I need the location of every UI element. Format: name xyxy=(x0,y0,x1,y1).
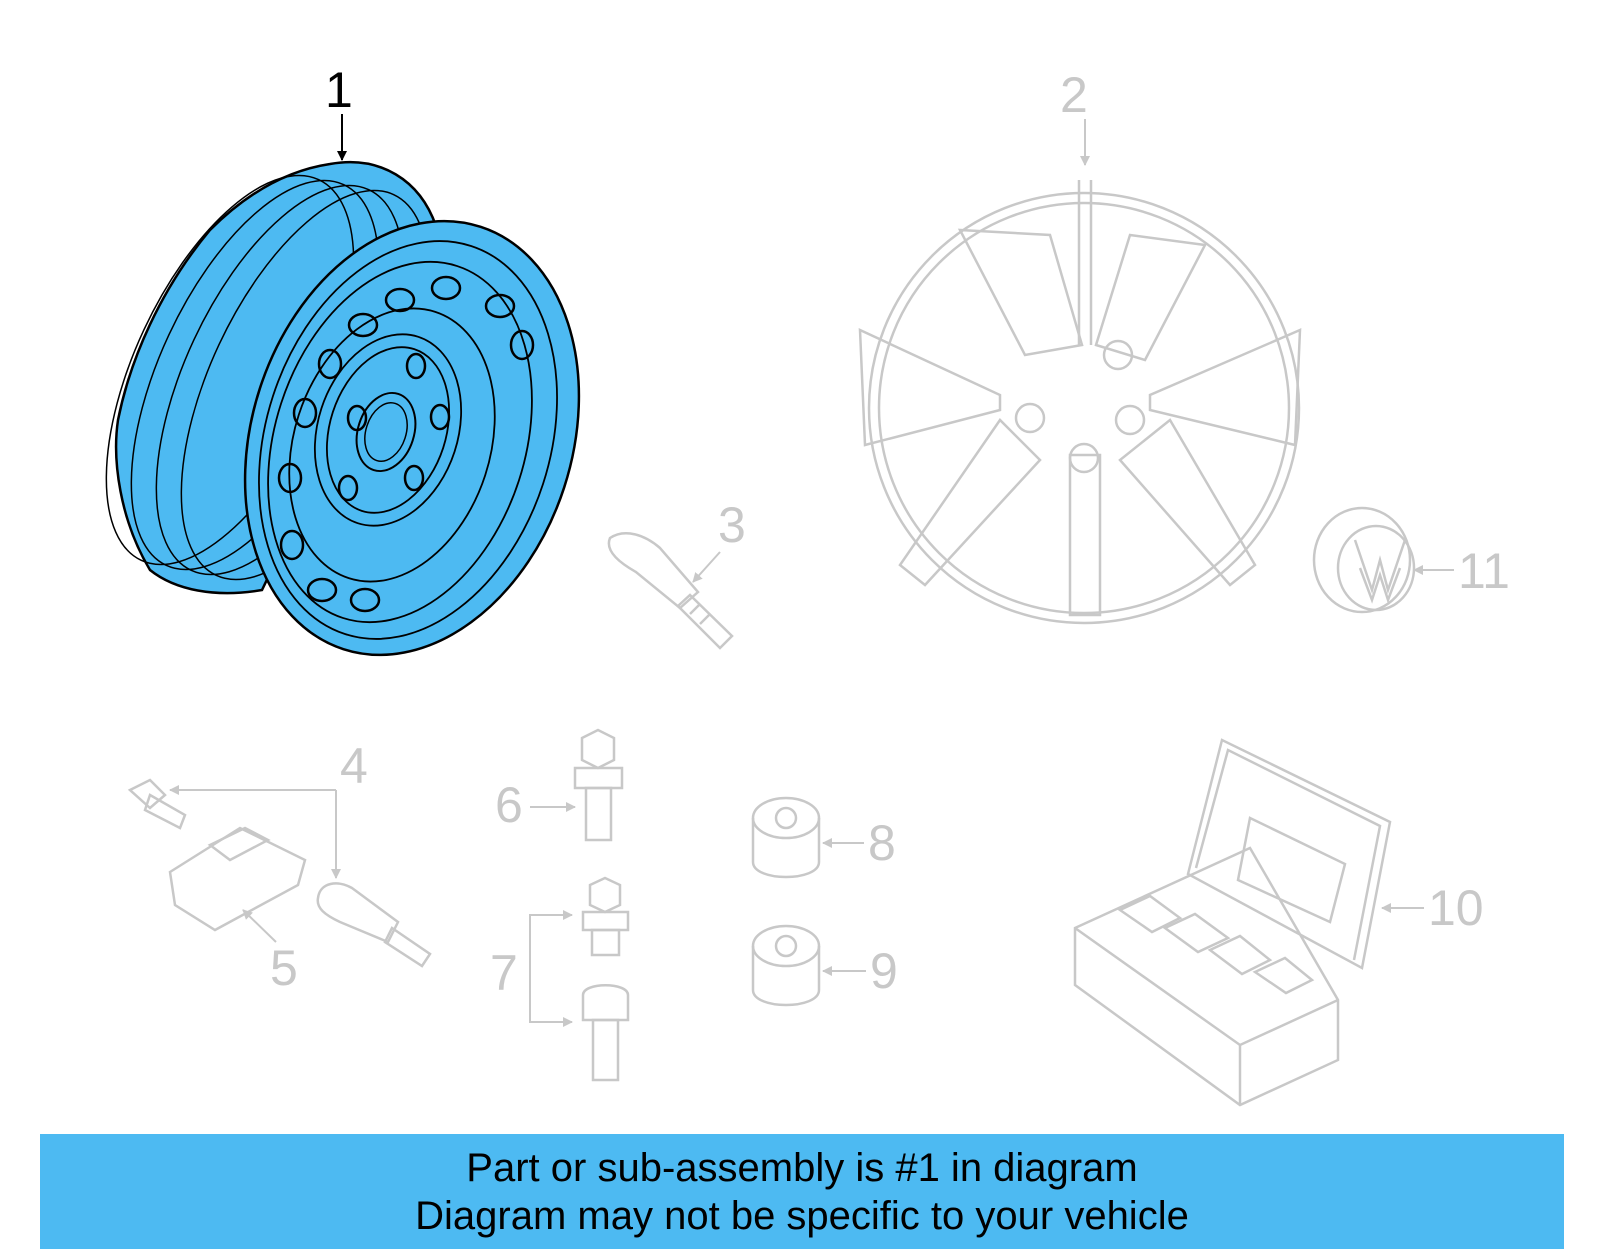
callout-10[interactable]: 10 xyxy=(1428,880,1484,936)
tpms-sensor-part-5[interactable] xyxy=(170,828,305,930)
callout-7[interactable]: 7 xyxy=(490,945,518,1001)
callout-4[interactable]: 4 xyxy=(340,738,368,794)
callout-9[interactable]: 9 xyxy=(870,943,898,999)
steel-wheel-part-1[interactable] xyxy=(55,140,633,699)
callout-5[interactable]: 5 xyxy=(270,940,298,996)
tpms-valve-part-4[interactable] xyxy=(130,780,430,966)
caption-line-disclaimer: Diagram may not be specific to your vehi… xyxy=(415,1194,1189,1238)
callout-5-arrow xyxy=(242,909,277,943)
callout-11[interactable]: 11 xyxy=(1458,543,1510,599)
callout-7-arrow-top xyxy=(529,910,573,970)
callout-6[interactable]: 6 xyxy=(495,777,523,833)
callout-3-arrow xyxy=(692,551,721,583)
wheel-bolts-part-7[interactable] xyxy=(583,878,628,1080)
callout-7-arrow-bottom xyxy=(529,970,573,1027)
alloy-wheel-part-2[interactable] xyxy=(860,180,1300,623)
callout-2[interactable]: 2 xyxy=(1060,67,1088,123)
diagram-caption-bar: Part or sub-assembly is #1 in diagram Di… xyxy=(40,1134,1564,1249)
lock-kit-case-part-10[interactable] xyxy=(1075,740,1390,1105)
callout-8[interactable]: 8 xyxy=(868,815,896,871)
lock-nut-part-9[interactable] xyxy=(753,926,819,1005)
callout-3[interactable]: 3 xyxy=(718,497,746,553)
lock-nut-part-8[interactable] xyxy=(753,798,819,877)
wheel-bolt-part-6[interactable] xyxy=(575,730,622,840)
center-cap-part-11[interactable] xyxy=(1314,508,1414,612)
valve-stem-part-3[interactable] xyxy=(609,533,732,648)
callout-1[interactable]: 1 xyxy=(325,62,353,118)
caption-line-part: Part or sub-assembly is #1 in diagram xyxy=(466,1146,1138,1190)
